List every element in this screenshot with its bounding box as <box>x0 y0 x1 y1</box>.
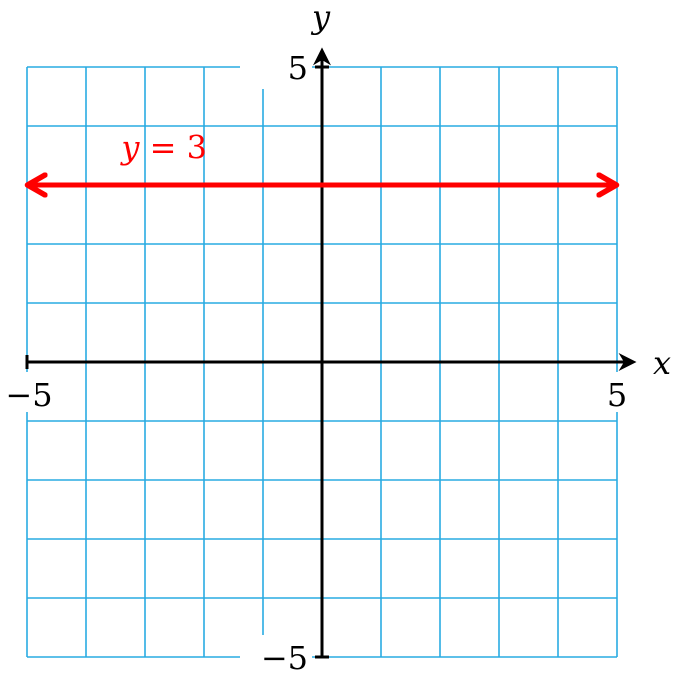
x-tick-label-background <box>1 372 57 412</box>
line-equation-variable: y <box>119 128 140 166</box>
x-tick-label-background <box>589 372 645 412</box>
y-tick-label: 5 <box>288 49 308 87</box>
y-tick-label: −5 <box>261 639 308 677</box>
y-tick-label-background <box>240 45 312 89</box>
y-axis-label: y <box>310 0 331 36</box>
x-tick-label: 5 <box>607 376 627 414</box>
y-tick-label-background <box>240 635 312 679</box>
x-axis-label: x <box>653 344 671 382</box>
x-tick-label: −5 <box>5 376 52 414</box>
line-equation-label: y = 3 <box>119 128 207 166</box>
line-equation-value: = 3 <box>139 128 207 166</box>
axes <box>25 47 637 659</box>
